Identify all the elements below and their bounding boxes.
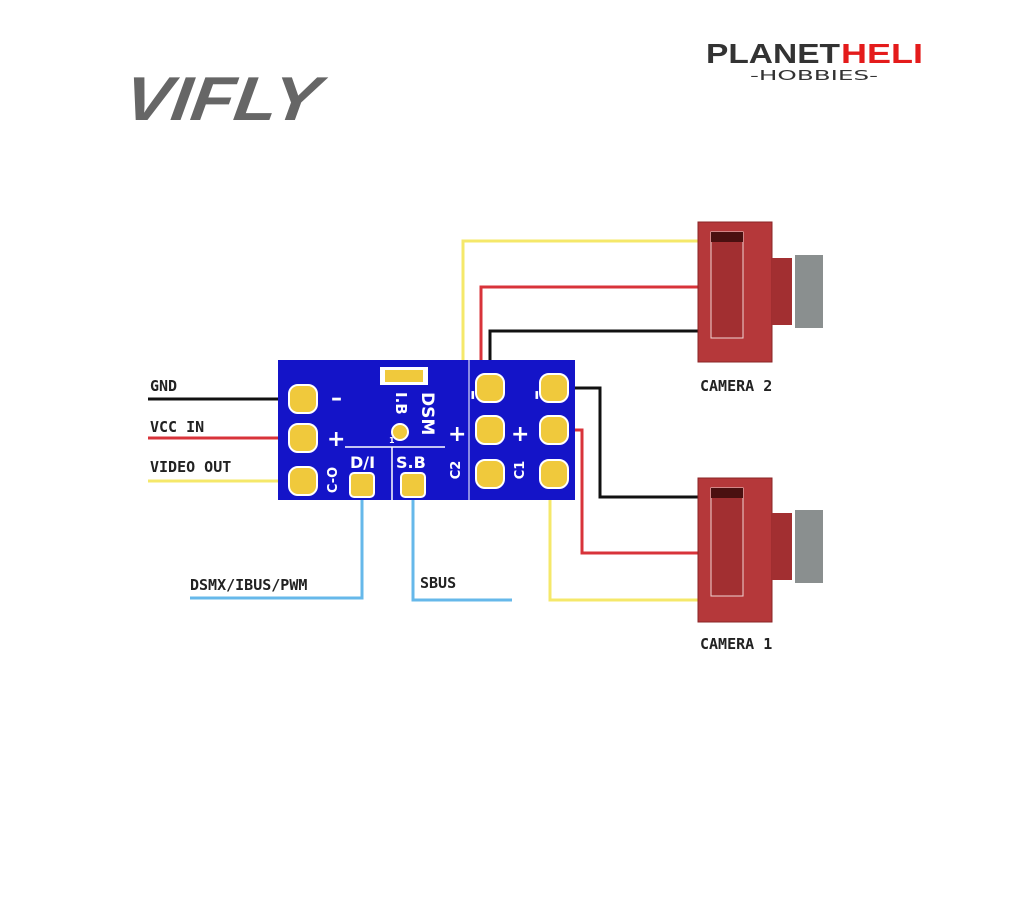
- svg-text:+: +: [511, 422, 529, 447]
- gnd-label: GND: [150, 377, 177, 395]
- switch-board: – + C-O D/I S.B DSM I.B 1 – + C2 – + C1: [278, 360, 575, 500]
- svg-text:–: –: [331, 386, 342, 411]
- c2-vcc-pad: [475, 415, 505, 445]
- gnd-pad: [288, 384, 318, 414]
- svg-text:C-O: C-O: [326, 467, 341, 493]
- svg-text:+: +: [448, 422, 466, 447]
- svg-text:PLANET: PLANET: [706, 38, 840, 69]
- svg-text:HELI: HELI: [841, 38, 923, 69]
- svg-text:–: –: [462, 390, 486, 400]
- svg-text:DSM: DSM: [417, 392, 437, 435]
- svg-text:1: 1: [389, 436, 395, 445]
- svg-text:D/I: D/I: [350, 453, 375, 472]
- svg-text:S.B: S.B: [396, 453, 426, 472]
- camera2-label: CAMERA 2: [700, 377, 772, 395]
- dsmx-wire: [190, 485, 364, 600]
- camera1-vcc-wire: [555, 428, 698, 555]
- select-pad: [391, 423, 409, 441]
- sbus-label: SBUS: [420, 574, 456, 592]
- c1-video-pad: [539, 459, 569, 489]
- video-out-label: VIDEO OUT: [150, 458, 231, 476]
- video-out-pad: [288, 466, 318, 496]
- svg-text:C1: C1: [513, 461, 528, 480]
- camera1-gnd-wire: [555, 386, 698, 499]
- planetheli-logo: PLANET HELI -HOBBIES-: [706, 38, 923, 84]
- c1-vcc-pad: [539, 415, 569, 445]
- c2-gnd-pad: [475, 373, 505, 403]
- camera-2: [697, 221, 823, 363]
- vcc-pad: [288, 423, 318, 453]
- c2-video-pad: [475, 459, 505, 489]
- vcc-in-label: VCC IN: [150, 418, 204, 436]
- svg-text:+: +: [327, 427, 345, 452]
- svg-text:C2: C2: [449, 461, 464, 480]
- svg-text:VIFLY: VIFLY: [120, 65, 331, 134]
- dsmx-label: DSMX/IBUS/PWM: [190, 576, 307, 594]
- svg-text:-HOBBIES-: -HOBBIES-: [750, 69, 879, 84]
- camera-1: [697, 477, 823, 623]
- vifly-logo: VIFLY: [120, 65, 331, 134]
- c1-gnd-pad: [539, 373, 569, 403]
- di-pad: [349, 472, 375, 498]
- svg-text:–: –: [526, 390, 550, 400]
- sbus-wire: [411, 485, 512, 602]
- svg-text:I.B: I.B: [392, 392, 410, 415]
- sb-pad: [400, 472, 426, 498]
- camera1-label: CAMERA 1: [700, 635, 772, 653]
